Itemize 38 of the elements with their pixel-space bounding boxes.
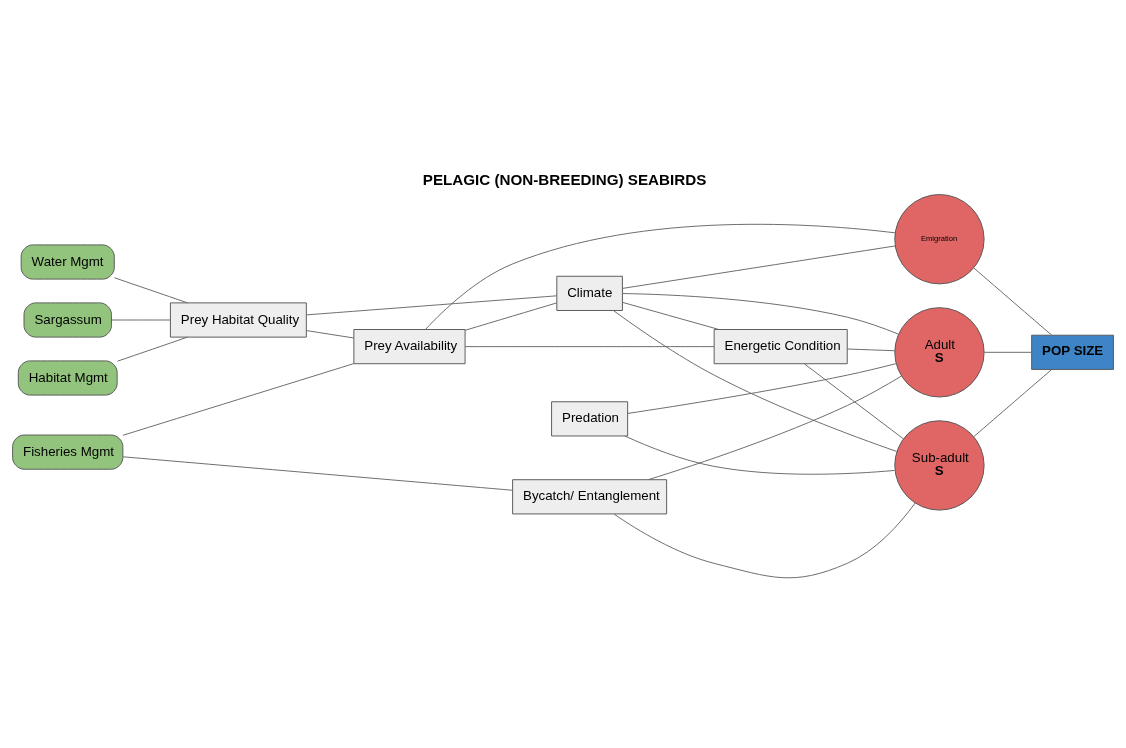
node-box: Energetic Condition bbox=[713, 329, 848, 365]
connector bbox=[113, 277, 189, 304]
connector bbox=[613, 502, 916, 579]
connector bbox=[622, 301, 720, 330]
node-box: Prey Habitat Quality bbox=[169, 302, 307, 338]
connector bbox=[111, 319, 171, 321]
connector bbox=[622, 293, 899, 335]
node-box: Fisheries Mgmt bbox=[12, 434, 124, 470]
connector bbox=[983, 351, 1032, 353]
node-circle: Sub-adult S bbox=[894, 420, 985, 511]
connector bbox=[973, 267, 1053, 336]
connector bbox=[622, 245, 896, 289]
connector bbox=[122, 363, 355, 436]
node-box: Prey Availability bbox=[353, 329, 466, 365]
node-box: Bycatch/ Entanglement bbox=[512, 479, 668, 515]
connector bbox=[627, 363, 897, 414]
node-circle: Adult S bbox=[894, 307, 985, 398]
node-box: Predation bbox=[551, 401, 629, 437]
connector bbox=[624, 435, 896, 475]
node-box: Water Mgmt bbox=[20, 244, 115, 280]
connector bbox=[464, 302, 558, 331]
connector bbox=[803, 363, 904, 440]
connector bbox=[612, 310, 898, 452]
node-box: Climate bbox=[556, 275, 623, 311]
connector bbox=[464, 346, 715, 348]
connector bbox=[117, 336, 188, 362]
node-box: Habitat Mgmt bbox=[17, 360, 118, 396]
connector bbox=[122, 456, 513, 491]
connector bbox=[424, 223, 896, 330]
connector bbox=[305, 330, 355, 339]
diagram-title: PELAGIC (NON-BREEDING) SEABIRDS bbox=[422, 170, 707, 188]
connector bbox=[647, 375, 902, 481]
node-box: Sargassum bbox=[23, 302, 112, 338]
connector bbox=[973, 369, 1053, 438]
node-box: POP SIZE bbox=[1031, 334, 1114, 370]
node-circle: Emigration bbox=[894, 194, 985, 285]
connector bbox=[846, 348, 896, 352]
connector bbox=[306, 295, 558, 316]
